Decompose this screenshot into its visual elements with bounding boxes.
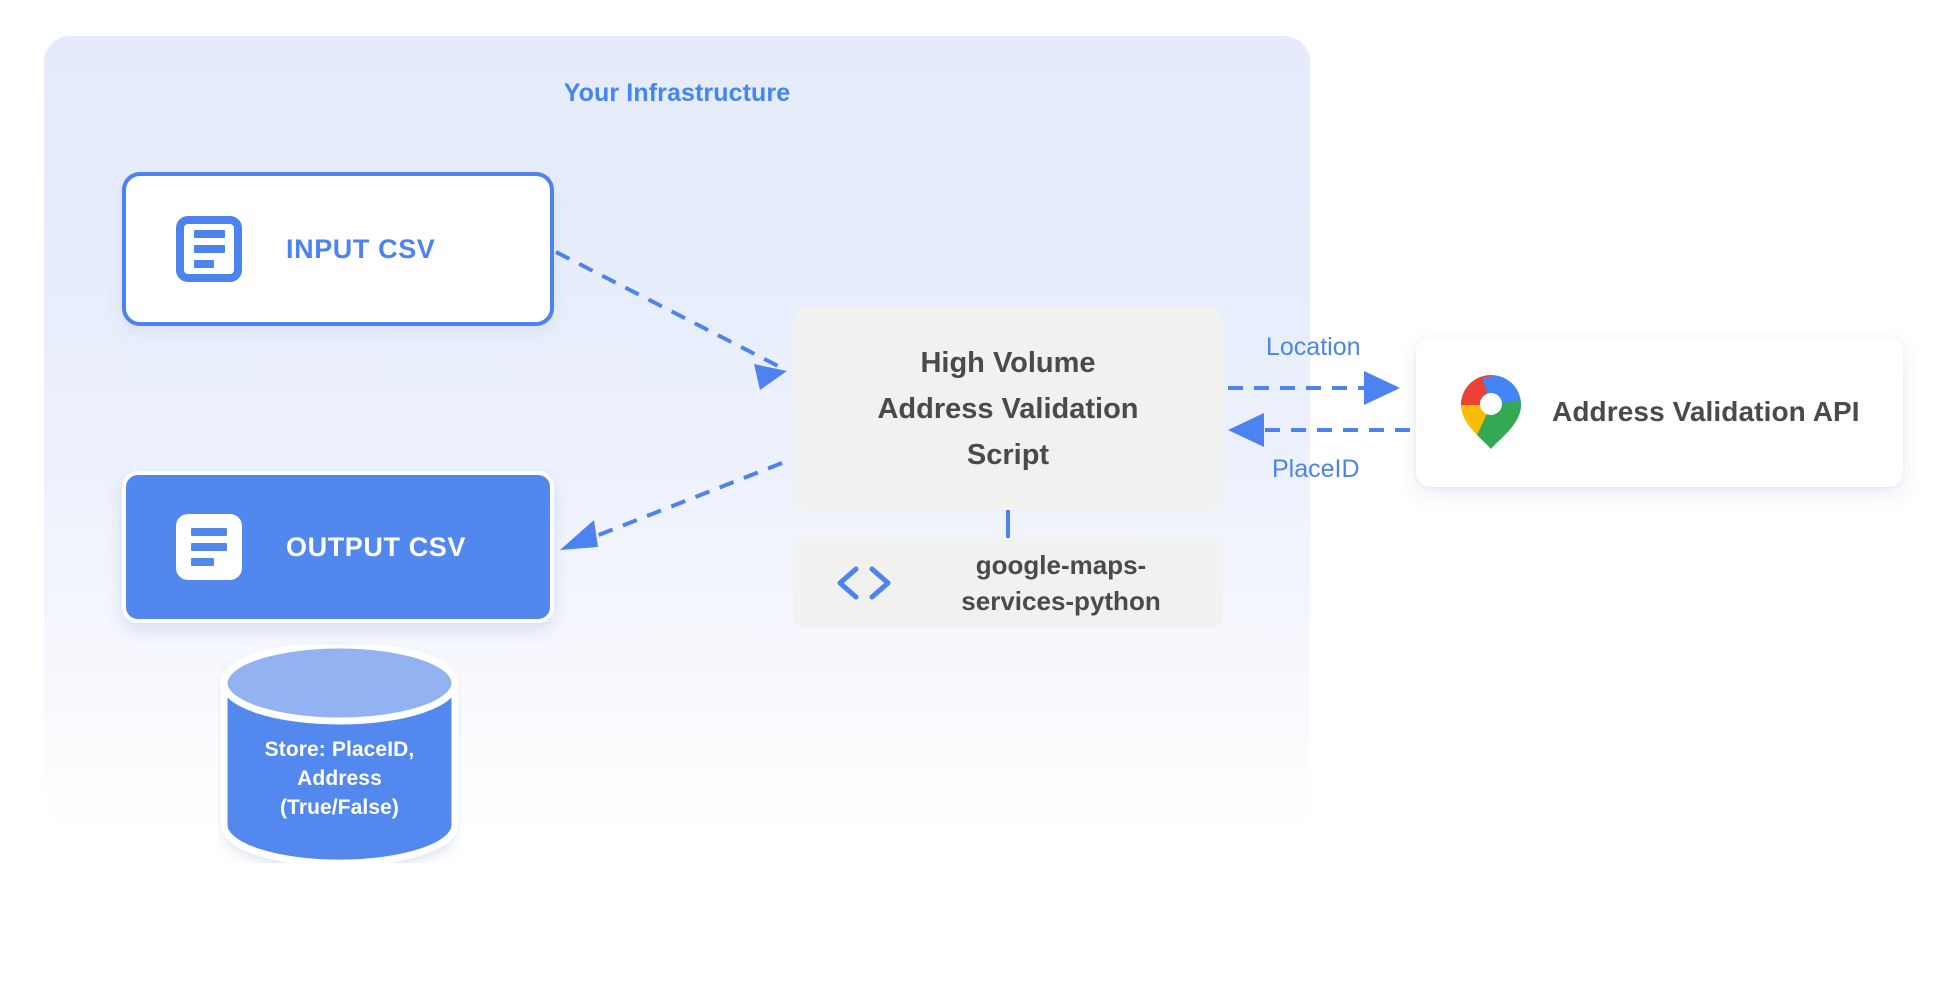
script-line-2: Address Validation <box>877 392 1139 425</box>
datastore-line-1: Store: PlaceID, <box>264 738 415 761</box>
datastore-line-2: Address <box>297 767 382 790</box>
library-line-2: services-python <box>961 586 1161 616</box>
node-client-library[interactable]: google-maps- services-python <box>793 538 1223 628</box>
cylinder-shape <box>220 645 459 863</box>
node-address-validation-api[interactable]: Address Validation API <box>1416 337 1903 487</box>
node-datastore-label: Store: PlaceID, Address (True/False) <box>218 735 461 822</box>
script-line-1: High Volume <box>920 346 1096 379</box>
node-input-csv[interactable]: INPUT CSV <box>122 172 554 326</box>
code-brackets-icon <box>837 566 891 600</box>
document-icon <box>176 216 242 282</box>
node-address-validation-api-label: Address Validation API <box>1552 396 1860 427</box>
edge-label-location: Location <box>1266 333 1361 361</box>
node-output-csv[interactable]: OUTPUT CSV <box>122 471 554 623</box>
script-library-connector <box>1006 510 1010 538</box>
infrastructure-panel-title: Your Infrastructure <box>563 79 791 107</box>
node-client-library-label: google-maps- services-python <box>919 547 1223 619</box>
edge-label-placeid: PlaceID <box>1272 455 1360 483</box>
node-output-csv-label: OUTPUT CSV <box>286 531 467 562</box>
script-line-3: Script <box>966 438 1050 471</box>
node-input-csv-label: INPUT CSV <box>286 233 436 264</box>
node-datastore[interactable]: Store: PlaceID, Address (True/False) <box>218 645 461 863</box>
node-validation-script[interactable]: High Volume Address Validation Script <box>793 307 1223 510</box>
library-line-1: google-maps- <box>975 550 1147 580</box>
document-icon <box>176 514 242 580</box>
google-maps-pin-icon <box>1461 375 1521 449</box>
datastore-line-3: (True/False) <box>279 796 400 819</box>
